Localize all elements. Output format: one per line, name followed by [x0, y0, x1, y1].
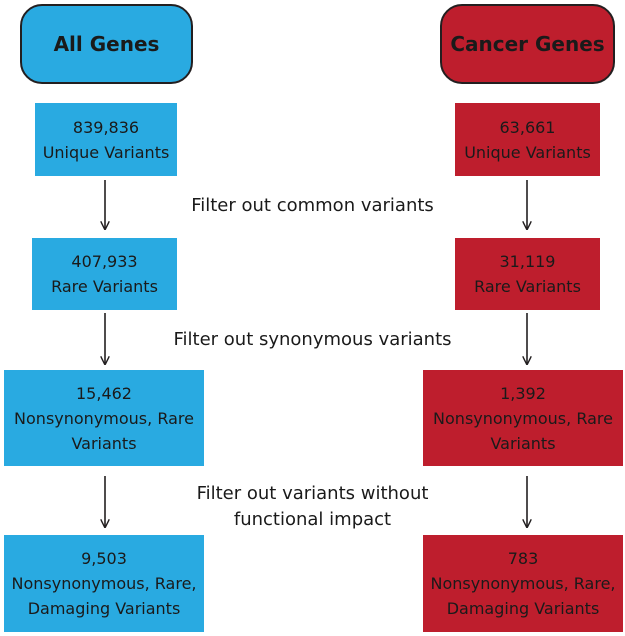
stage-label: Rare Variants	[51, 277, 158, 296]
stage-count: 783	[507, 549, 539, 568]
caption-line: Filter out variants without	[196, 483, 429, 504]
stage-label: Nonsynonymous, Rare	[14, 408, 194, 428]
cancer-genes-header: Cancer Genes	[440, 4, 615, 84]
stage-label: Rare Variants	[474, 277, 581, 296]
all-genes-header: All Genes	[20, 4, 193, 84]
cancer-genes-rare-variants-box: 31,119 Rare Variants	[455, 238, 600, 310]
stage-label: Nonsynonymous, Rare,	[430, 574, 616, 593]
filter-common-variants-caption: Filter out common variants	[0, 193, 625, 219]
cancer-genes-unique-variants-box: 63,661 Unique Variants	[455, 103, 600, 176]
stage-label: Unique Variants	[464, 142, 591, 162]
stage-label: Nonsynonymous, Rare,	[11, 574, 197, 593]
all-genes-rare-variants-box: 407,933 Rare Variants	[32, 238, 177, 310]
all-genes-damaging-variants-box: 9,503 Nonsynonymous, Rare, Damaging Vari…	[4, 535, 204, 632]
caption-line: Filter out common variants	[191, 195, 434, 216]
filter-functional-impact-caption: Filter out variants without functional i…	[0, 481, 625, 533]
stage-count: 1,392	[500, 383, 546, 403]
stage-label: Damaging Variants	[27, 599, 181, 618]
all-genes-nonsynonymous-rare-box: 15,462 Nonsynonymous, Rare Variants	[4, 370, 204, 466]
stage-count: 839,836	[72, 117, 140, 137]
caption-line: functional impact	[233, 509, 392, 530]
cancer-genes-damaging-variants-box: 783 Nonsynonymous, Rare, Damaging Varian…	[423, 535, 623, 632]
stage-label: Unique Variants	[42, 142, 170, 162]
stage-label: Variants	[490, 433, 556, 453]
stage-count: 9,503	[81, 549, 127, 568]
stage-count: 15,462	[76, 383, 132, 403]
cancer-genes-nonsynonymous-rare-box: 1,392 Nonsynonymous, Rare Variants	[423, 370, 623, 466]
stage-count: 31,119	[499, 252, 556, 271]
all-genes-header-label: All Genes	[53, 32, 160, 56]
cancer-genes-header-label: Cancer Genes	[450, 32, 605, 56]
filter-synonymous-variants-caption: Filter out synonymous variants	[0, 327, 625, 353]
stage-count: 63,661	[499, 117, 556, 137]
all-genes-unique-variants-box: 839,836 Unique Variants	[35, 103, 177, 176]
stage-label: Nonsynonymous, Rare	[433, 408, 613, 428]
stage-label: Variants	[71, 433, 137, 453]
caption-line: Filter out synonymous variants	[173, 329, 452, 350]
stage-count: 407,933	[71, 252, 138, 271]
stage-label: Damaging Variants	[446, 599, 600, 618]
